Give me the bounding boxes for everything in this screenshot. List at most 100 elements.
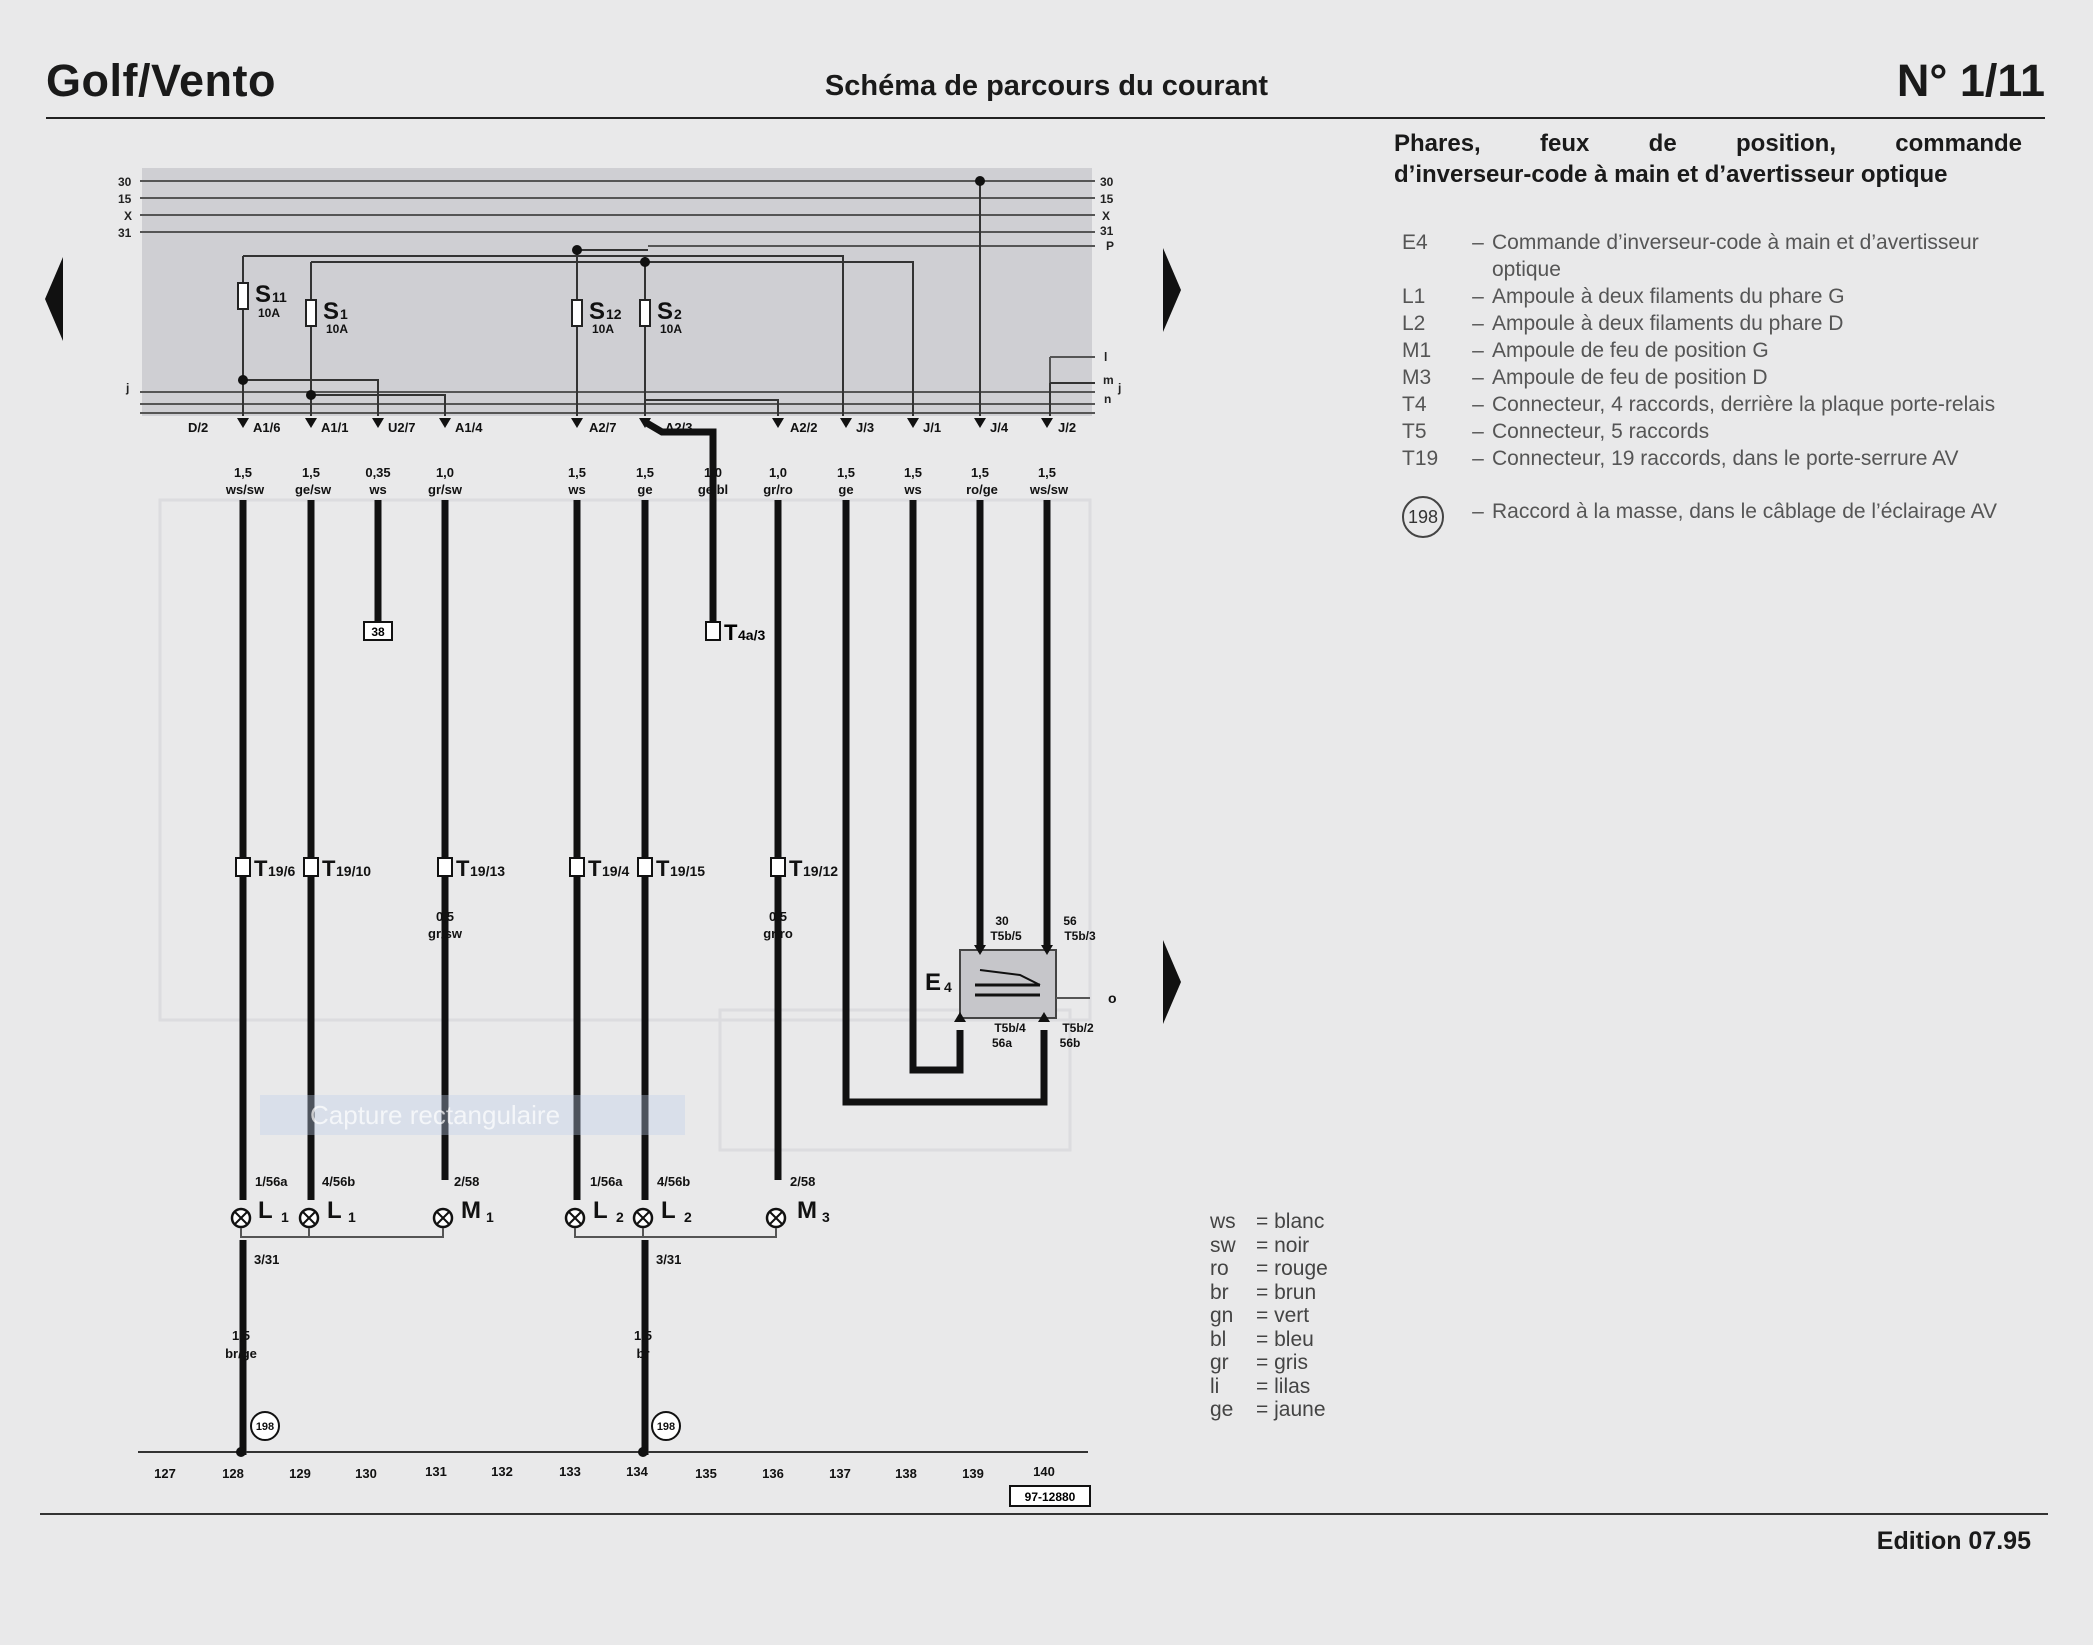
- connector-label: T: [789, 856, 803, 881]
- legend-item: E4–Commande d’inverseur-code à main et d…: [1402, 231, 1979, 281]
- pin-arrows: [237, 418, 1053, 428]
- pin-label: D/2: [188, 420, 208, 435]
- lamp-label-sub: 1: [348, 1209, 356, 1225]
- lamp-label: L: [327, 1197, 342, 1224]
- fuse-label: S: [323, 298, 339, 325]
- lamp-label-sub: 1: [281, 1209, 289, 1225]
- wire-gauge: 1,5: [971, 465, 989, 480]
- component-legend: E4–Commande d’inverseur-code à main et d…: [1402, 229, 2022, 538]
- fuse-label: S: [657, 298, 673, 325]
- lamp-pin: 1/56a: [590, 1174, 623, 1189]
- ground-point-badge: 198: [1402, 496, 1444, 538]
- fuse-label-sub: 1: [340, 306, 348, 322]
- color-code-item: ro= rouge: [1210, 1257, 1328, 1280]
- wire-color: ge/sw: [295, 482, 332, 497]
- bus-label-right: 31: [1100, 224, 1114, 238]
- pin-label: A1/6: [253, 420, 280, 435]
- switch-pin: T5b/2: [1062, 1021, 1094, 1035]
- connector-icon: [437, 857, 453, 877]
- fuse-rating: 10A: [326, 322, 348, 336]
- dimmer-switch-e4: [954, 945, 1090, 1022]
- bus-label-left: 31: [118, 226, 132, 240]
- print-ghost: [158, 498, 1092, 1022]
- lamp-label: L: [661, 1197, 676, 1224]
- side-label: j: [1117, 381, 1121, 395]
- connector-label-sub: 19/10: [336, 863, 371, 879]
- switch-pin-number: 56: [1063, 914, 1077, 928]
- lamp-pin: 4/56b: [657, 1174, 690, 1189]
- side-label: l: [1104, 350, 1107, 364]
- connector-icon: [770, 857, 786, 877]
- bus-label-left: X: [124, 209, 132, 223]
- wire-gauge: 1,5: [234, 465, 252, 480]
- lamp-label-sub: 3: [822, 1209, 830, 1225]
- track-number: 138: [895, 1466, 917, 1481]
- legend-item: L1–Ampoule à deux filaments du phare G: [1402, 285, 1845, 308]
- wire-color: ws/sw: [1029, 482, 1069, 497]
- fuse-label: S: [589, 298, 605, 325]
- wire-gauge: 1,5: [634, 1328, 652, 1343]
- wire-gauge: 1,0: [769, 465, 787, 480]
- color-code-item: ge= jaune: [1210, 1398, 1326, 1421]
- fuse-label-sub: 11: [272, 289, 287, 305]
- wire-gauge: 1,5: [837, 465, 855, 480]
- connector-label: T: [588, 856, 602, 881]
- lamp-label-sub: 2: [616, 1209, 624, 1225]
- connector-icon: [569, 857, 585, 877]
- wire-gauge: 1,5: [302, 465, 320, 480]
- lamp-crosses: [234, 1211, 783, 1225]
- wire-gauge: 1,0: [436, 465, 454, 480]
- side-label: m: [1103, 373, 1114, 387]
- color-code-item: li= lilas: [1210, 1374, 1311, 1398]
- track-number: 129: [289, 1466, 311, 1481]
- track-number: 134: [626, 1464, 648, 1479]
- wire-color: gr/ro: [763, 926, 793, 941]
- track-number: 136: [762, 1466, 784, 1481]
- switch-side-label: o: [1108, 990, 1117, 1006]
- connector-label: T: [254, 856, 268, 881]
- ground-badge-icon: [250, 1411, 280, 1441]
- junction-dot: [975, 176, 985, 186]
- color-code-item: br= brun: [1210, 1280, 1317, 1304]
- connector-label-sub: 19/6: [268, 863, 295, 879]
- continuation-ref-box: [363, 621, 393, 641]
- wire-gauge: 1,5: [1038, 465, 1056, 480]
- color-code-item: bl= bleu: [1210, 1327, 1314, 1351]
- bus-label-right: 30: [1100, 175, 1114, 189]
- section-description: Phares, feux de position, commande d’inv…: [1394, 128, 2022, 190]
- legend-item-ground: 198 – Raccord à la masse, dans le câblag…: [1402, 496, 2022, 538]
- connector-icon: [637, 857, 653, 877]
- pin-label: A2/7: [589, 420, 616, 435]
- connector-icon: [705, 621, 721, 641]
- t19-connectors: [235, 857, 786, 877]
- bus-lines: [140, 180, 1095, 414]
- header-rule: [46, 117, 2045, 119]
- switch-pin-number: 56b: [1060, 1036, 1081, 1050]
- side-label: j: [125, 381, 129, 395]
- color-code-item: ws= blanc: [1210, 1210, 1325, 1233]
- ground-pin: 3/31: [254, 1252, 279, 1267]
- wire-gauge: 0,5: [769, 909, 787, 924]
- next-page-arrow-icon[interactable]: [1163, 248, 1181, 332]
- wire-color: gr/sw: [428, 482, 463, 497]
- pin-label: A2/2: [790, 420, 817, 435]
- continuation-ref: 38: [371, 625, 385, 639]
- wire-color: br: [637, 1346, 650, 1361]
- description-line-1: Phares, feux de position, commande: [1394, 130, 2022, 157]
- lamp-label: M: [797, 1197, 817, 1224]
- next-section-arrow-icon[interactable]: [1163, 940, 1181, 1024]
- junction-dot: [572, 245, 582, 255]
- switch-pin-number: 30: [995, 914, 1009, 928]
- track-number: 139: [962, 1466, 984, 1481]
- wire-color: ws: [368, 482, 386, 497]
- connector-label: T: [456, 856, 470, 881]
- bus-label-right: 15: [1100, 192, 1114, 206]
- footer-rule: [40, 1513, 2048, 1515]
- previous-page-arrow-icon[interactable]: [45, 257, 63, 341]
- track-number: 130: [355, 1466, 377, 1481]
- fuse-icon: [305, 299, 317, 327]
- lamp-label-sub: 2: [684, 1209, 692, 1225]
- pin-label: J/3: [856, 420, 874, 435]
- wire-gauge: 1,5: [568, 465, 586, 480]
- fuse-rating: 10A: [258, 306, 280, 320]
